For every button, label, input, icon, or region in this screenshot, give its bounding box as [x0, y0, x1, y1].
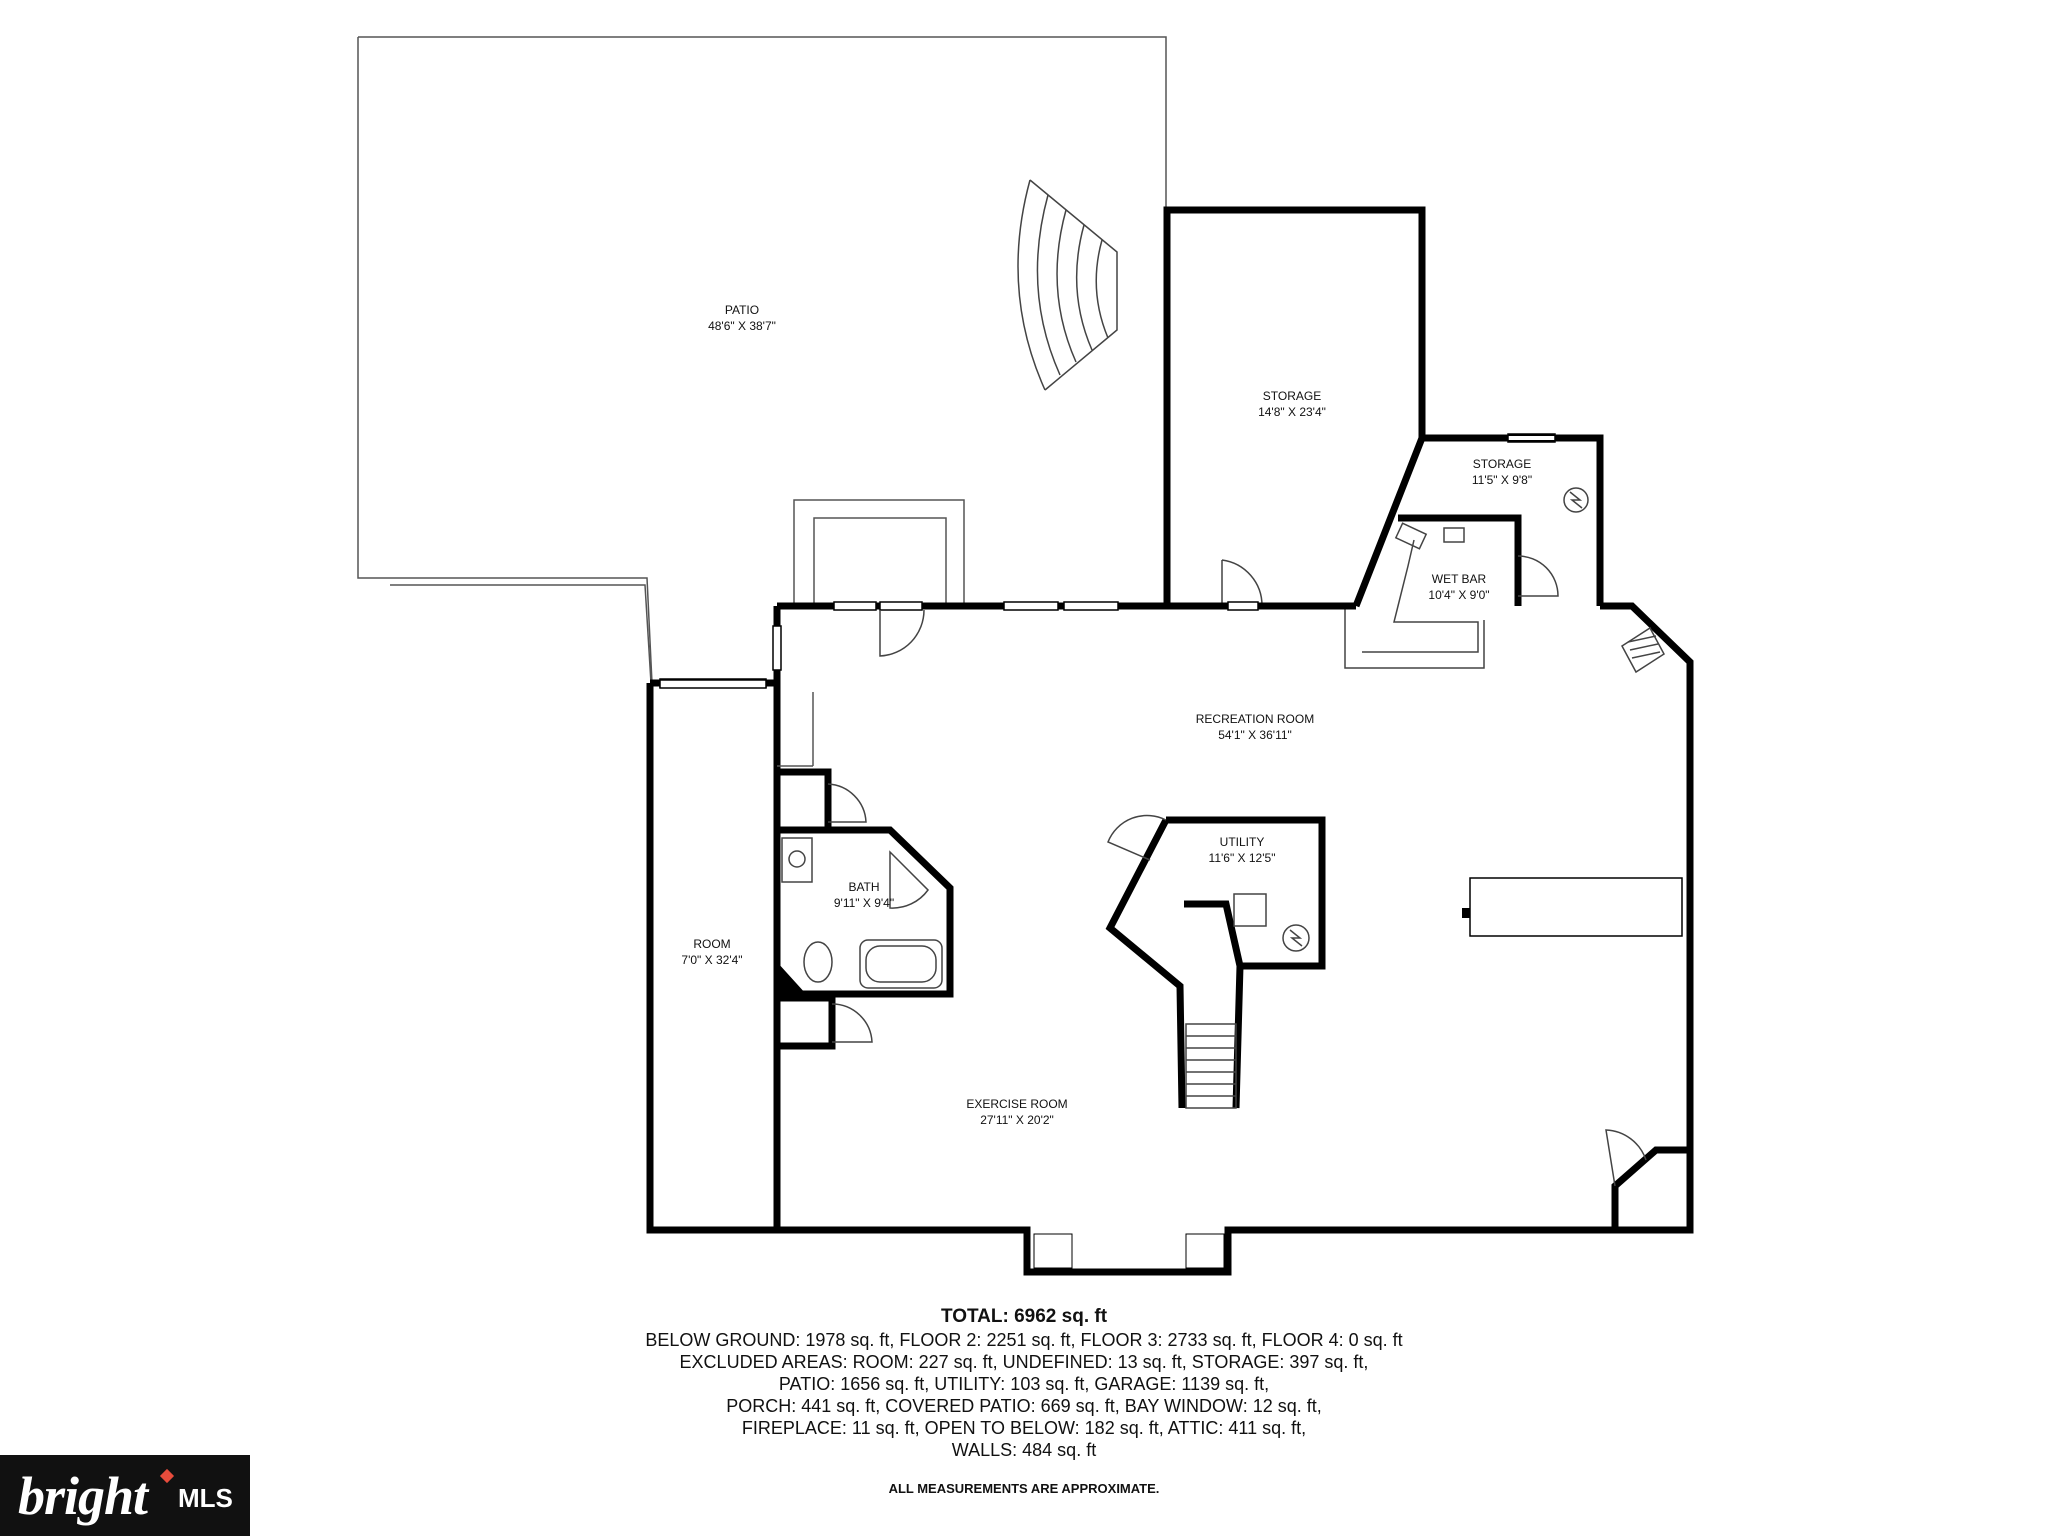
room-dims: 7'0" X 32'4" [681, 953, 742, 967]
bath-dims: 9'11" X 9'4" [834, 896, 894, 910]
total-area: TOTAL: 6962 sq. ft [940, 1306, 1108, 1327]
label-utility: UTILITY 11'6" X 12'5" [1209, 835, 1276, 865]
wet-bar-fixtures [1344, 522, 1485, 669]
label-recreation: RECREATION ROOM 54'1" X 36'11" [1196, 712, 1314, 742]
summary-line: EXCLUDED AREAS: ROOM: 227 sq. ft, UNDEFI… [679, 1352, 1369, 1372]
utility-name: UTILITY [1220, 835, 1265, 849]
exercise-name: EXERCISE ROOM [966, 1097, 1067, 1111]
patio-name: PATIO [725, 303, 759, 317]
label-patio: PATIO 48'6" X 38'7" [708, 303, 776, 333]
wet-bar-name: WET BAR [1432, 572, 1487, 586]
label-room: ROOM 7'0" X 32'4" [681, 937, 742, 967]
toilet-icon [803, 941, 833, 983]
storage-large-walls [1163, 206, 1426, 607]
wet-bar-dims: 10'4" X 9'0" [1428, 588, 1489, 602]
summary-line: PATIO: 1656 sq. ft, UTILITY: 103 sq. ft,… [778, 1374, 1270, 1394]
water-heater-icon [1233, 893, 1267, 927]
utility-dims: 11'6" X 12'5" [1209, 851, 1276, 865]
summary-line: BELOW GROUND: 1978 sq. ft, FLOOR 2: 2251… [645, 1330, 1403, 1350]
room-name: ROOM [693, 937, 730, 951]
rec-windows [659, 601, 1259, 1269]
rec-counter [1469, 877, 1683, 937]
patio-steps [1017, 179, 1118, 391]
disclaimer: ALL MEASUREMENTS ARE APPROXIMATE. [888, 1481, 1160, 1496]
logo-suffix: MLS [178, 1483, 233, 1513]
summary-line: WALLS: 484 sq. ft [951, 1440, 1097, 1460]
fireplace-icon [1621, 626, 1665, 674]
electrical-icon [1282, 924, 1310, 952]
sink-icon [781, 837, 813, 883]
bright-mls-logo: bright MLS [0, 1455, 250, 1536]
main-walls [646, 601, 1694, 1276]
room-strip-walls [646, 679, 767, 1230]
recreation-dims: 54'1" X 36'11" [1218, 728, 1292, 742]
stairs [1185, 1023, 1237, 1109]
summary-line: FIREPLACE: 11 sq. ft, OPEN TO BELOW: 182… [741, 1418, 1307, 1438]
recreation-name: RECREATION ROOM [1196, 712, 1314, 726]
label-storage-small: STORAGE 11'5" X 9'8" [1472, 457, 1532, 487]
logo-brand: bright [18, 1466, 148, 1526]
exercise-dims: 27'11" X 20'2" [980, 1113, 1054, 1127]
closets [777, 692, 873, 1050]
bath-name: BATH [848, 880, 879, 894]
label-exercise: EXERCISE ROOM 27'11" X 20'2" [966, 1097, 1067, 1127]
storage-small-walls [1352, 433, 1604, 608]
tub-icon [859, 939, 943, 989]
storage-large-dims: 14'8" X 23'4" [1258, 405, 1326, 419]
entry-porch [793, 499, 965, 606]
patio-area [357, 36, 1167, 684]
label-wet-bar: WET BAR 10'4" X 9'0" [1428, 572, 1489, 602]
bath-walls [777, 826, 954, 998]
label-storage-large: STORAGE 14'8" X 23'4" [1258, 389, 1326, 419]
storage-small-name: STORAGE [1473, 457, 1531, 471]
patio-dims: 48'6" X 38'7" [708, 319, 776, 333]
storage-large-name: STORAGE [1263, 389, 1321, 403]
area-summary: TOTAL: 6962 sq. ft BELOW GROUND: 1978 sq… [0, 1305, 2048, 1496]
logo-accent-icon [159, 1468, 175, 1484]
label-bath: BATH 9'11" X 9'4" [834, 880, 894, 910]
summary-line: PORCH: 441 sq. ft, COVERED PATIO: 669 sq… [726, 1396, 1322, 1416]
utility-walls [1105, 814, 1326, 1109]
storage-small-dims: 11'5" X 9'8" [1472, 473, 1532, 487]
